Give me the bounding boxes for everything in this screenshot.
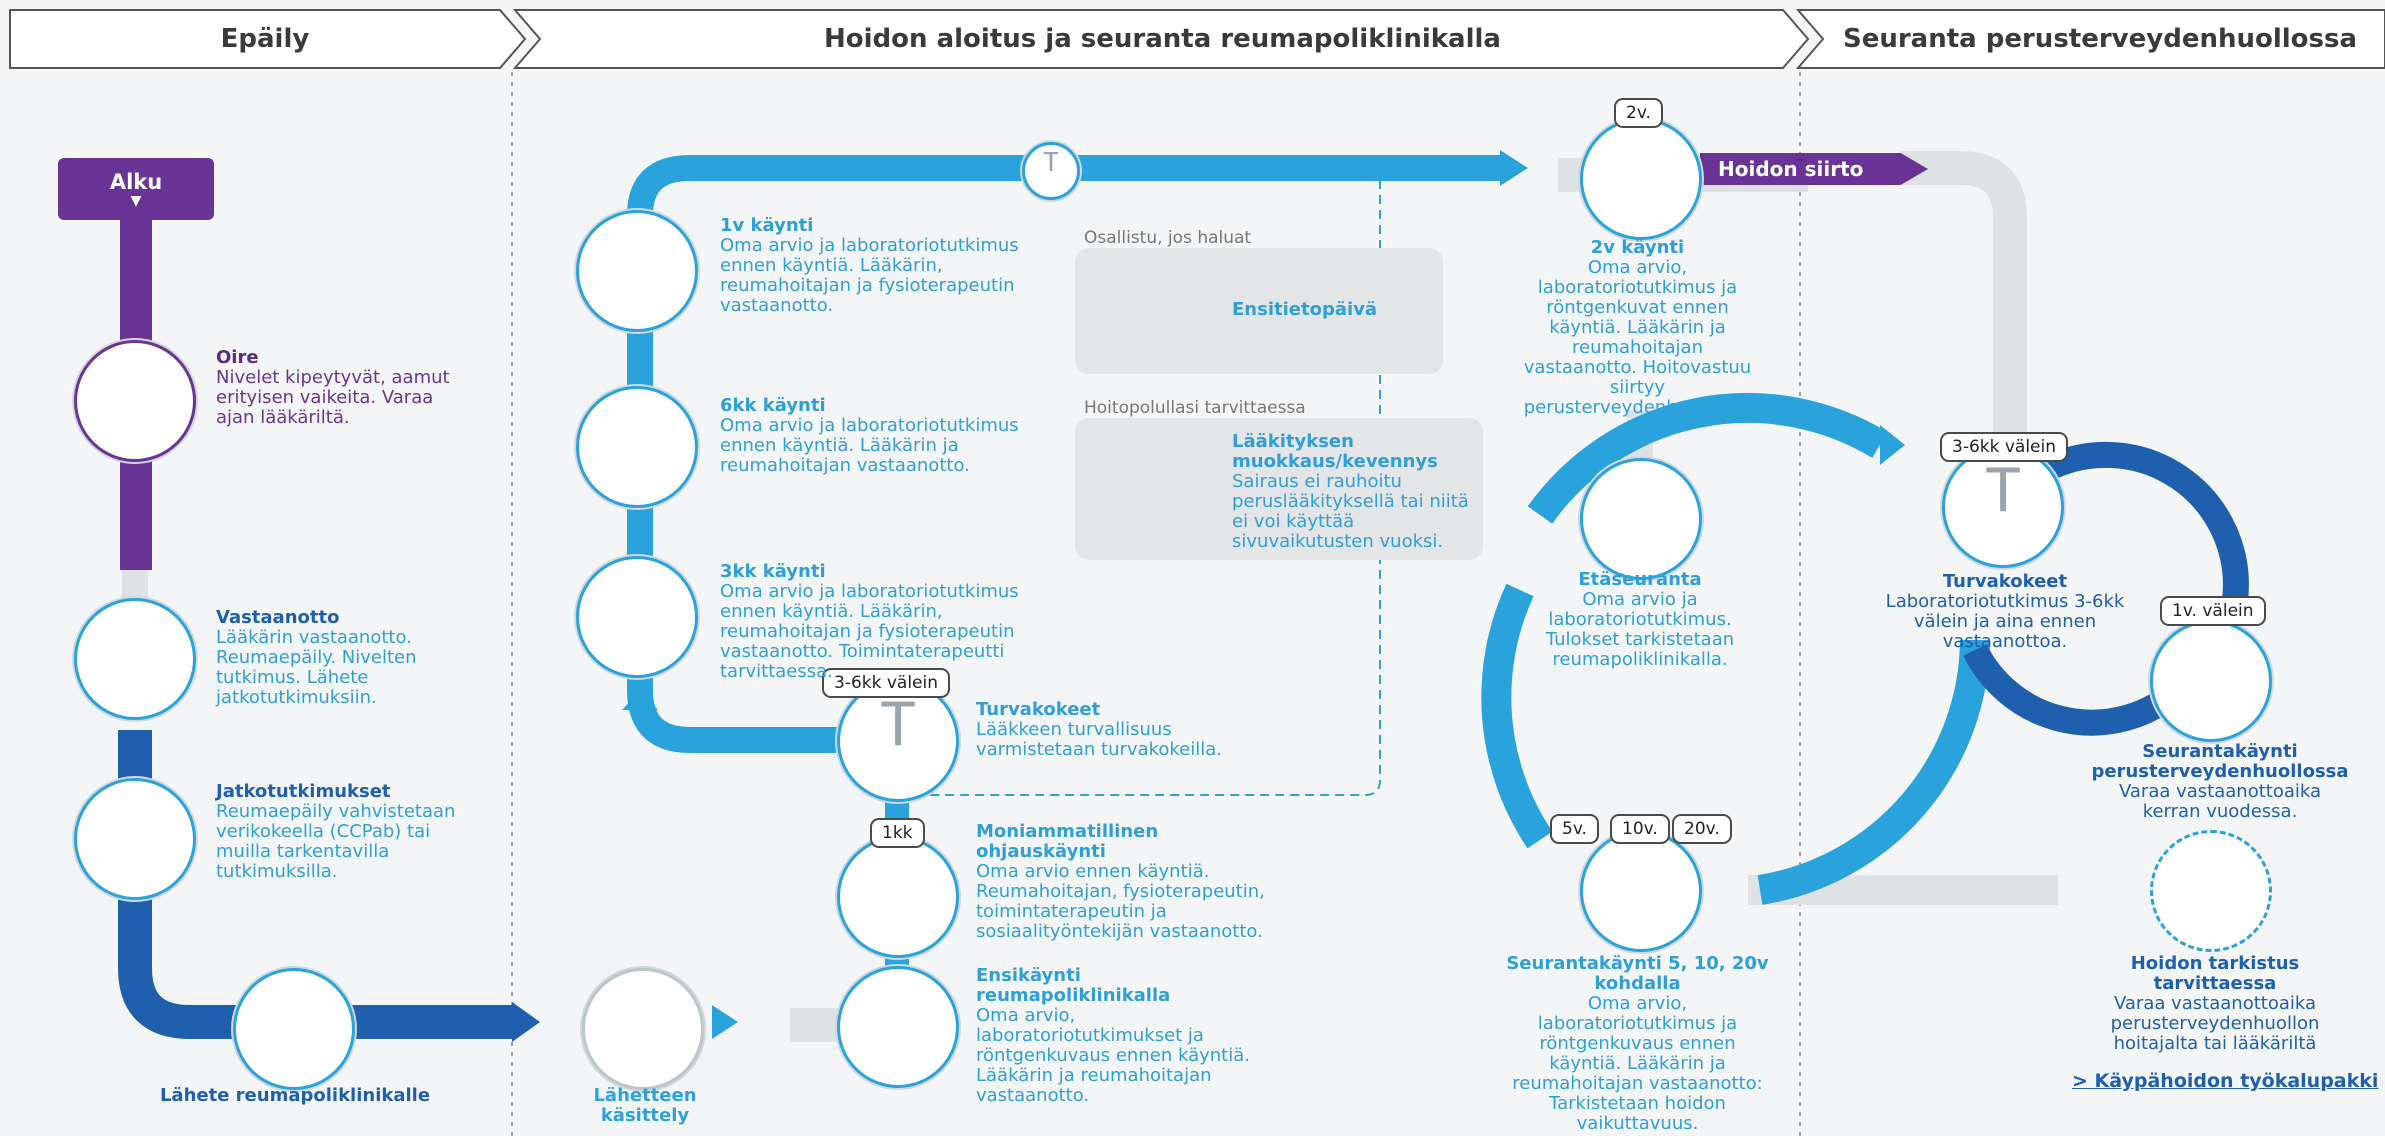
- visit-3kk-icon: [576, 556, 698, 678]
- safety-test-small-icon: [1022, 142, 1080, 200]
- dark-blue-path: [118, 730, 515, 1039]
- safety-test-pth-icon: [1942, 446, 2064, 568]
- visit-1v-icon: [576, 210, 698, 332]
- badge-2v: 2v.: [1614, 98, 1663, 128]
- first-visit-icon: [837, 966, 959, 1088]
- start-label: Alku ▼: [58, 158, 214, 220]
- badge-5v: 5v.: [1550, 814, 1599, 844]
- blood-test-icon: [74, 778, 196, 900]
- care-check-icon: [2150, 830, 2272, 952]
- visit-2v-icon: [1580, 118, 1702, 240]
- badge-3-6kk: 3-6kk välein: [822, 668, 951, 698]
- turvakoe-letter: T: [879, 690, 917, 760]
- badge-1v: 1v. välein: [2160, 596, 2266, 626]
- badge-20v: 20v.: [1672, 814, 1732, 844]
- person-pain-icon: [74, 340, 196, 462]
- step-lahete: Lähete reumapoliklinikalle: [159, 1085, 431, 1106]
- badge-1kk: 1kk: [870, 818, 925, 848]
- badge-3-6kk-pth: 3-6kk välein: [1940, 432, 2069, 462]
- step-ensitietopaiva: Ensitietopäivä: [1232, 299, 1378, 320]
- visit-6kk-icon: [576, 386, 698, 508]
- info-day-box: [1075, 248, 1443, 374]
- remote-monitoring-icon: [1580, 458, 1702, 580]
- header-hoidon-aloitus: Hoidon aloitus ja seuranta reumapoliklin…: [824, 24, 1501, 54]
- doctor-writing-icon: [233, 968, 355, 1090]
- osallistu-label: Osallistu, jos haluat: [1084, 228, 1252, 248]
- followup-visit-icon: [1580, 830, 1702, 952]
- transfer-label: Hoidon siirto: [1700, 153, 1928, 185]
- step-lahetteen-kasittely: Lähetteen käsittely: [593, 1085, 697, 1126]
- turvakoe-pth-letter: T: [1984, 456, 2022, 526]
- pth-visit-icon: [2150, 620, 2272, 742]
- computer-processing-icon: [582, 968, 704, 1090]
- turvakoe-small-letter: T: [1043, 148, 1059, 178]
- header-seuranta-pth: Seuranta perusterveydenhuollossa: [1842, 24, 2358, 54]
- header-chevrons: [9, 9, 2385, 69]
- team-visit-icon: [837, 836, 959, 958]
- header-epaily: Epäily: [220, 24, 310, 54]
- doctor-visit-icon: [74, 598, 196, 720]
- kaypahoito-link[interactable]: > Käypähoidon työkalupakki: [2072, 1070, 2379, 1092]
- down-arrow-icon: ▼: [130, 193, 142, 209]
- medication-box: [1075, 418, 1483, 560]
- tarvittaessa-label: Hoitopolullasi tarvittaessa: [1084, 398, 1306, 418]
- badge-10v: 10v.: [1610, 814, 1670, 844]
